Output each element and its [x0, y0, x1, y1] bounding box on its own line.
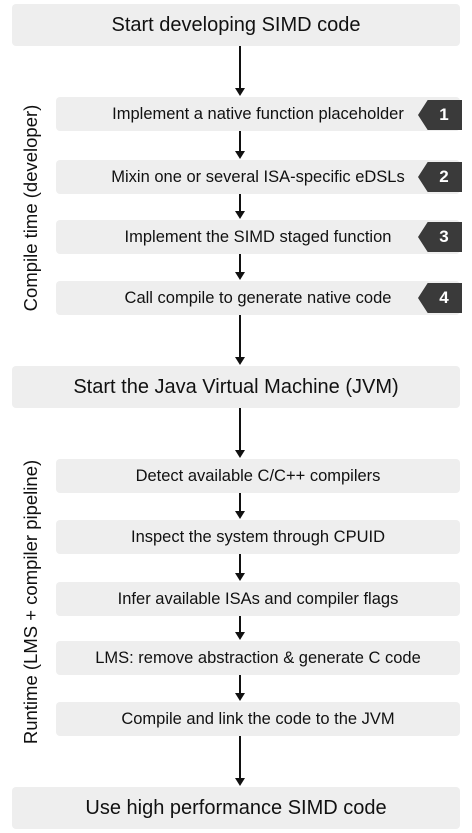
- step-start-developing: Start developing SIMD code: [12, 4, 460, 46]
- arrow-3: [235, 194, 245, 219]
- arrow-2: [235, 131, 245, 159]
- step-start-jvm: Start the Java Virtual Machine (JVM): [12, 366, 460, 408]
- step-compile-link: Compile and link the code to the JVM: [56, 702, 460, 736]
- step-call-compile: Call compile to generate native code: [56, 281, 460, 315]
- arrow-7: [235, 493, 245, 519]
- step-native-placeholder: Implement a native function placeholder: [56, 97, 460, 131]
- step-use-simd: Use high performance SIMD code: [12, 787, 460, 829]
- arrow-10: [235, 675, 245, 701]
- compile-time-phase-label: Compile time (developer): [20, 104, 41, 312]
- badge-3: 3: [418, 222, 462, 252]
- badge-2: 2: [418, 162, 462, 192]
- arrow-1: [235, 46, 245, 96]
- runtime-phase-label: Runtime (LMS + compiler pipeline): [20, 459, 41, 745]
- arrow-4: [235, 254, 245, 280]
- badge-1: 1: [418, 100, 462, 130]
- step-staged-function: Implement the SIMD staged function: [56, 220, 460, 254]
- step-infer-isas: Infer available ISAs and compiler flags: [56, 582, 460, 616]
- arrow-8: [235, 554, 245, 581]
- step-inspect-cpuid: Inspect the system through CPUID: [56, 520, 460, 554]
- step-lms-generate: LMS: remove abstraction & generate C cod…: [56, 641, 460, 675]
- arrow-11: [235, 736, 245, 786]
- step-detect-compilers: Detect available C/C++ compilers: [56, 459, 460, 493]
- arrow-5: [235, 315, 245, 365]
- arrow-9: [235, 616, 245, 640]
- arrow-6: [235, 408, 245, 458]
- step-mixin-edsls: Mixin one or several ISA-specific eDSLs: [56, 160, 460, 194]
- badge-4: 4: [418, 283, 462, 313]
